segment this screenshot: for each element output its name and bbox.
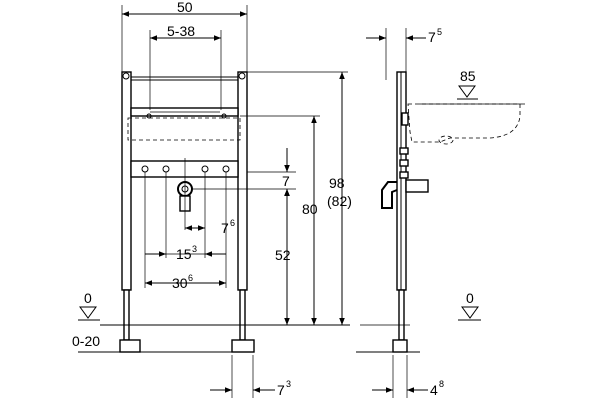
label-spacing-a-sup: 6 [230,218,235,228]
label-spacing-c-sup: 6 [188,273,193,283]
label-side-foot-sup: 8 [439,379,444,389]
right-frame-leg [239,289,246,341]
right-foot [231,339,255,353]
label-spacing-a: 7 [221,220,229,236]
label-side-offset: 7 [428,29,436,45]
label-total-height: 98 [329,175,345,191]
label-foot-offset: 7 [277,382,285,398]
label-foot-offset-sup: 3 [286,379,291,389]
label-frame-width: 50 [177,0,193,15]
label-fitting-gap: 7 [282,173,290,189]
label-fixing-range: 5-38 [167,23,195,39]
right-frame-post [237,71,248,291]
dim-supply-spacing: 7 6 15 3 30 6 [145,218,235,291]
dim-side-offset: 7 5 [366,27,442,80]
dim-fixing-range: 5-38 [149,23,222,110]
dim-frame-width: 50 [121,0,248,72]
left-top-fixing [122,72,130,80]
label-supply-height: 52 [275,247,291,263]
left-frame-post [121,71,132,291]
dim-side-foot: 4 8 [372,355,444,398]
supply-plate [130,160,239,178]
right-top-fixing [238,72,246,80]
label-floor-left: 0 [84,290,92,306]
label-side-foot: 4 [430,382,438,398]
dim-foot-offset: 7 3 [210,355,291,398]
side-foot [392,339,408,353]
side-basin-outline [407,103,521,143]
label-spacing-b: 15 [176,246,192,262]
dim-verticals: 98 (82) 80 7 52 [100,71,352,326]
floor-level-left: 0 0-20 [72,290,232,353]
label-floor-range: 0-20 [72,333,100,349]
basin-outline [127,117,241,141]
label-spacing-c: 30 [172,275,188,291]
left-frame-leg [123,289,130,341]
front-view [119,71,255,353]
label-side-offset-sup: 5 [437,27,442,37]
label-basin-level: 85 [460,68,476,84]
label-spacing-b-sup: 3 [192,244,197,254]
side-drain-trap [381,181,398,209]
label-total-height-alt: (82) [327,193,352,209]
side-outlet [405,179,429,193]
label-floor-right: 0 [466,290,474,306]
label-top-height: 80 [302,201,318,217]
side-view: 85 0 [356,68,525,353]
side-leg [398,289,405,341]
left-foot [119,339,141,353]
